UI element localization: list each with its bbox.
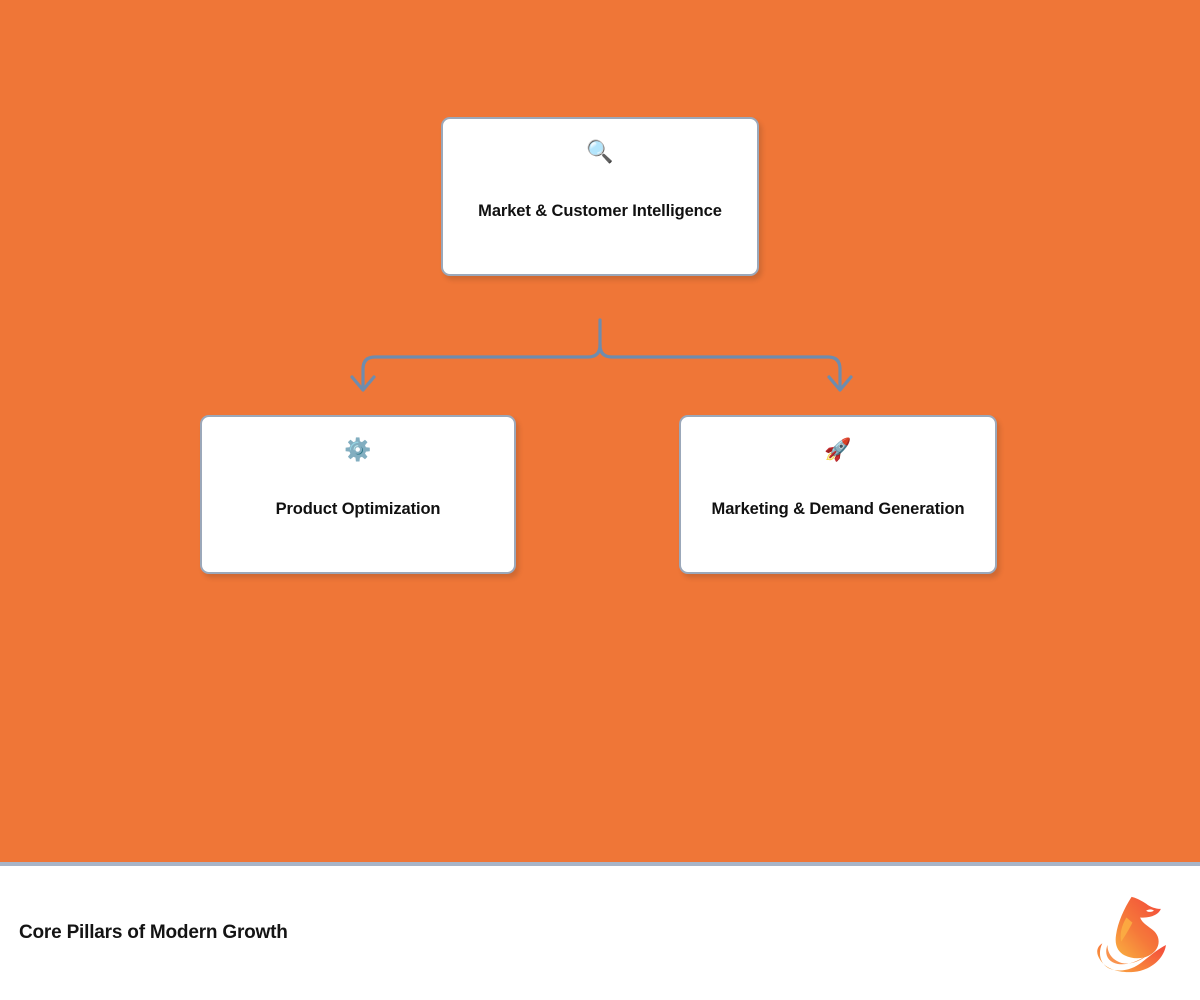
arrowhead-left-icon xyxy=(350,375,376,392)
node-product-optimization[interactable]: ⚙️ Product Optimization xyxy=(200,415,516,574)
fox-body-shape xyxy=(1115,896,1161,959)
fox-chest-shape xyxy=(1120,917,1133,942)
stage-divider xyxy=(0,862,1200,866)
rocket-icon: 🚀 xyxy=(824,437,852,462)
fox-eye-shape xyxy=(1146,909,1154,912)
arrowhead-right-icon xyxy=(827,375,853,392)
connector-to-marketing-demand-generation xyxy=(598,343,842,389)
fox-logo xyxy=(1097,896,1166,973)
node-label: Market & Customer Intelligence xyxy=(478,202,722,220)
diagram-stage: 🔍 Market & Customer Intelligence ⚙️ Prod… xyxy=(0,0,1200,862)
node-marketing-demand-generation[interactable]: 🚀 Marketing & Demand Generation xyxy=(679,415,997,574)
footer-bar: Core Pillars of Modern Growth xyxy=(0,866,1200,1000)
node-label: Marketing & Demand Generation xyxy=(711,500,965,518)
gear-icon: ⚙️ xyxy=(344,437,372,462)
footer-title: Core Pillars of Modern Growth xyxy=(19,922,288,943)
fox-tail-shape xyxy=(1097,943,1166,973)
node-market-customer-intelligence[interactable]: 🔍 Market & Customer Intelligence xyxy=(441,117,759,276)
magnifying-glass-icon: 🔍 xyxy=(586,139,614,164)
node-label: Product Optimization xyxy=(275,500,441,518)
connector-to-product-optimization xyxy=(361,343,602,389)
